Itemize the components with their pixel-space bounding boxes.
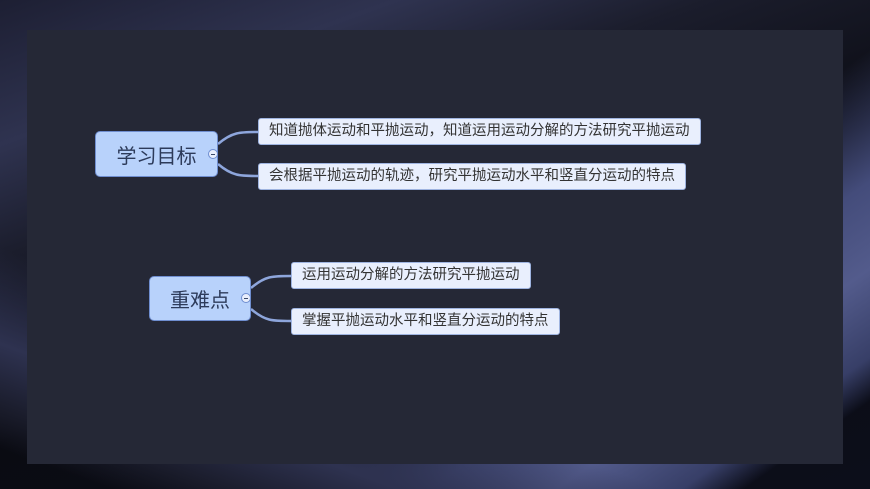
topic-learning-goals[interactable]: 学习目标 [95,131,218,177]
subtopic-node[interactable]: 运用运动分解的方法研究平抛运动 [291,262,531,289]
topic-label: 重难点 [170,288,230,312]
subtopic-node[interactable]: 会根据平抛运动的轨迹，研究平抛运动水平和竖直分运动的特点 [258,163,686,190]
content-panel [27,30,843,464]
collapse-toggle-icon[interactable] [208,149,218,159]
subtopic-node[interactable]: 掌握平抛运动水平和竖直分运动的特点 [291,308,560,335]
topic-label: 学习目标 [116,143,197,168]
subtopic-node[interactable]: 知道抛体运动和平抛运动，知道运用运动分解的方法研究平抛运动 [258,118,701,145]
collapse-toggle-icon[interactable] [241,293,251,303]
topic-key-difficulties[interactable]: 重难点 [149,276,251,321]
